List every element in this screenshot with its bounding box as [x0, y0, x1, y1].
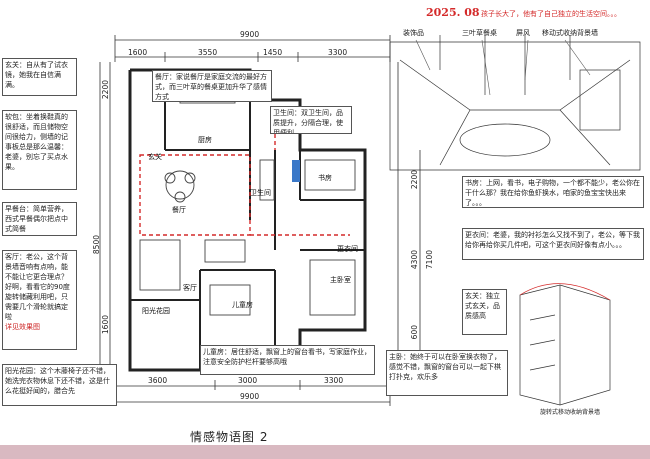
room-closet: 更衣间 [337, 245, 358, 253]
callout-movable-wall: 移动式收纳背景墙 [542, 29, 598, 37]
room-sun-garden: 阳光花园 [142, 307, 170, 315]
right-dimension-lines [397, 62, 421, 370]
room-kids: 儿童房 [232, 301, 253, 309]
dim-bottom-2: 3000 [238, 376, 258, 385]
dim-left-3: 1600 [101, 315, 110, 335]
footer-bar [0, 423, 650, 445]
room-master: 主卧室 [330, 276, 351, 284]
dim-right-1: 2200 [410, 170, 419, 190]
dim-bottom-1: 3600 [148, 376, 168, 385]
room-kitchen: 厨房 [198, 136, 212, 144]
note-sun-garden: 阳光花园：这个木藤椅子还不错，她洗完衣物休息下还不错，这是什么花挺好闻的，腊合先 [2, 364, 117, 406]
callout-clover-table: 三叶草餐桌 [462, 29, 497, 37]
dim-right-3: 7100 [425, 250, 434, 270]
dim-left-1: 2200 [101, 80, 110, 100]
dim-left-2: 8500 [92, 235, 101, 255]
cabinet-sketch [519, 283, 611, 406]
room-bathroom: 卫生间 [250, 189, 271, 197]
note-study: 书房：上网，看书，电子购物，一个都不能少，老公你在干什么那？我在给你鱼虾换水，咱… [462, 176, 644, 208]
note-breakfast-bar: 早餐台：简单营养，西式早餐偶尔把点中式简餐 [2, 202, 77, 236]
note-soft-bench: 软包：坐着换鞋真的很舒适，而且储物空间很给力，侧墙的记事板总是那么温馨：老婆，别… [2, 110, 77, 190]
dim-bottom-3: 3300 [324, 376, 344, 385]
callout-screen: 屏风 [516, 29, 530, 37]
footer-title: 情感物语图 2 [190, 430, 269, 444]
callout-decor: 装饰品 [403, 29, 424, 37]
room-study: 书房 [318, 174, 332, 182]
room-dining: 餐厅 [172, 206, 186, 214]
dim-right-4: 600 [410, 325, 419, 340]
date-label: 2025. 08 [426, 6, 480, 19]
dim-top-total: 9900 [240, 30, 260, 39]
left-dimension-lines [99, 62, 111, 375]
note-living-text: 客厅：老公，这个背景墙音响有点响，能不能让它更合理点？好啊，看看它的90度旋转储… [5, 253, 70, 321]
note-independent-entry: 玄关：独立式玄关，品质感高 [462, 289, 507, 335]
dim-top-2: 3550 [198, 48, 218, 57]
dim-top-4: 3300 [328, 48, 348, 57]
note-living-room: 客厅：老公，这个背景墙音响有点响，能不能让它更合理点？好啊，看看它的90度旋转储… [2, 250, 77, 350]
note-master-bedroom: 主卧：她终于可以在卧室换衣物了，感觉不错，飘窗的窗台可以一起下棋打扑克，欢乐多 [386, 350, 508, 396]
room-entry: 玄关 [148, 153, 162, 161]
dim-top-1: 1600 [128, 48, 148, 57]
dim-top-3: 1450 [263, 48, 283, 57]
slogan-text: 孩子长大了，他有了自己独立的生活空间。。。 [481, 10, 621, 18]
callout-rotating-wall: 旋转式移动收纳背景墙 [540, 409, 601, 416]
room-living: 客厅 [183, 284, 197, 292]
note-dining: 餐厅：家说餐厅是家庭交流的最好方式，而三叶草的餐桌更加升华了感情方式 [152, 70, 272, 102]
see-rendering-link[interactable]: 详见效果图 [5, 323, 40, 331]
fish-tank [292, 160, 300, 182]
note-closet: 更衣间：老婆，我的衬衫怎么又找不到了，老公，等下我给你再给你买几件吧，可这个更衣… [462, 228, 644, 260]
note-entry-mirror: 玄关：自从有了试衣镜，她我在自信满满。 [2, 58, 77, 96]
perspective-sketch-top [389, 35, 641, 171]
note-bathroom: 卫生间：双卫生间，品质提升，分隔合理，使用便利 [270, 106, 352, 134]
note-kids-room: 儿童房：居住舒适，飘窗上的窗台看书，写家庭作业，注意安全防护栏杆要够高哦 [200, 345, 375, 375]
dim-bottom-total: 9900 [240, 392, 260, 401]
circulation-path [139, 120, 350, 236]
header-strip [0, 0, 650, 20]
dim-right-2: 4300 [410, 250, 419, 270]
callout-pointers [415, 39, 591, 96]
